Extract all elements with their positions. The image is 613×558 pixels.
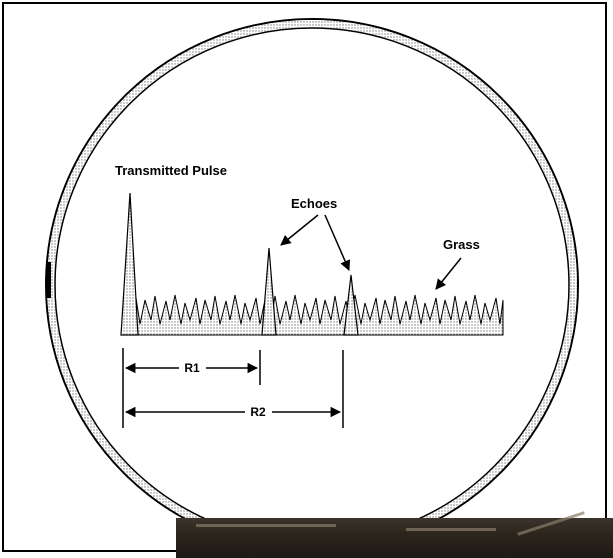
grass-arrow	[435, 257, 462, 290]
grass-noise	[120, 294, 504, 336]
transmitted-pulse-label: Transmitted Pulse	[115, 163, 227, 178]
transmitted-pulse-spike	[120, 192, 139, 336]
scope-trace	[120, 192, 504, 336]
bezel-mount	[47, 262, 51, 298]
r1-label: R1	[184, 361, 200, 375]
echo-spike-1	[261, 247, 277, 336]
echo-arrow-2	[324, 214, 351, 271]
photo-glint	[406, 528, 496, 531]
echo-spike-2	[343, 274, 359, 336]
photo-strip	[176, 511, 613, 558]
photo-glint	[196, 524, 336, 527]
echoes-label: Echoes	[291, 196, 337, 211]
echo-arrow-1	[280, 214, 319, 246]
grass-label: Grass	[443, 237, 480, 252]
r2-label: R2	[250, 405, 266, 419]
